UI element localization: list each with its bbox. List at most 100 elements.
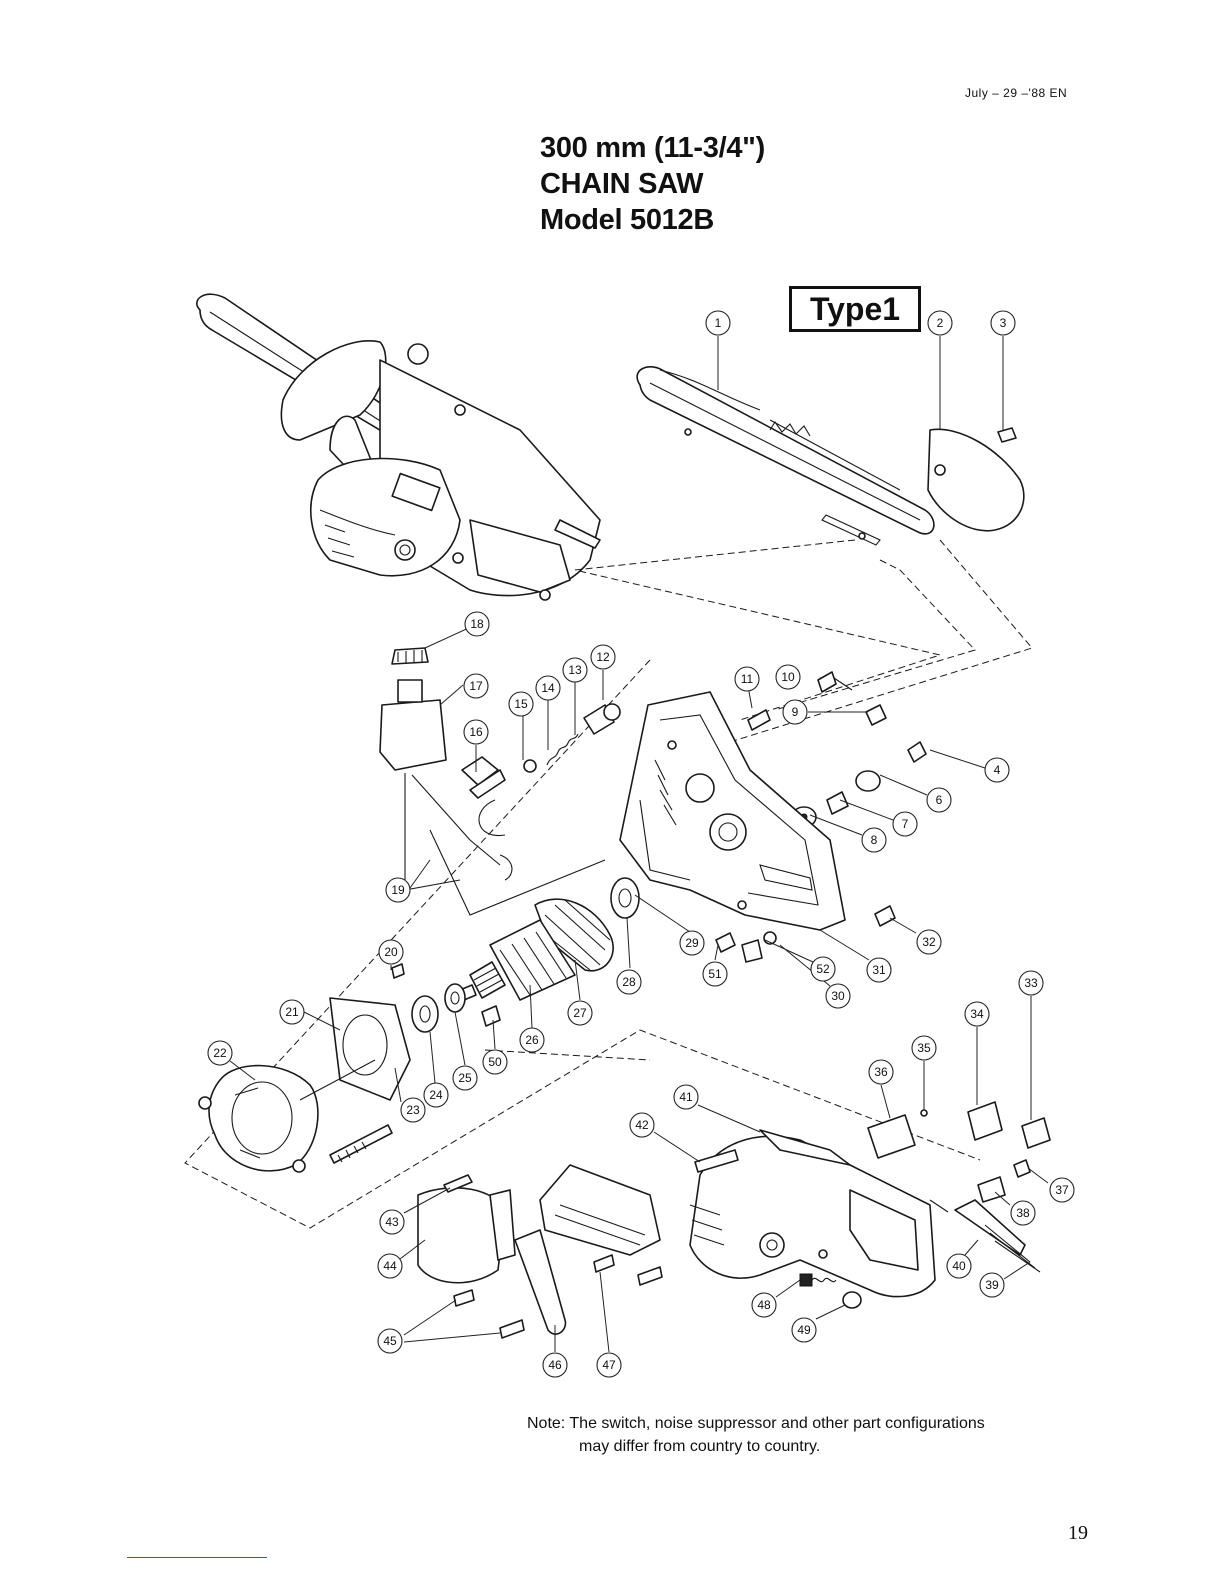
callout-15: 15 xyxy=(508,691,534,717)
svg-text:43: 43 xyxy=(385,1215,399,1229)
svg-text:19: 19 xyxy=(391,883,405,897)
svg-text:28: 28 xyxy=(622,975,636,989)
assembly-guide-line xyxy=(639,539,1033,771)
callout-28: 28 xyxy=(616,969,642,995)
callout-48: 48 xyxy=(751,1292,777,1318)
callout-34: 34 xyxy=(964,1001,990,1027)
oil-tank-group xyxy=(379,647,606,916)
callout-23: 23 xyxy=(400,1097,426,1123)
model-title: Model 5012B xyxy=(540,204,714,236)
callout-41: 41 xyxy=(673,1084,699,1110)
callout-7: 7 xyxy=(892,811,918,837)
note-line-2: may differ from country to country. xyxy=(579,1438,821,1455)
svg-text:20: 20 xyxy=(384,945,398,959)
callout-10: 10 xyxy=(775,664,801,690)
callout-3: 3 xyxy=(990,310,1016,336)
callout-1: 1 xyxy=(705,310,731,336)
callout-27: 27 xyxy=(567,1000,593,1026)
svg-text:23: 23 xyxy=(406,1103,420,1117)
callout-21: 21 xyxy=(279,999,305,1025)
svg-text:16: 16 xyxy=(469,725,483,739)
svg-text:30: 30 xyxy=(831,989,845,1003)
svg-text:14: 14 xyxy=(541,681,555,695)
svg-text:37: 37 xyxy=(1055,1183,1069,1197)
svg-text:45: 45 xyxy=(383,1334,397,1348)
callout-16: 16 xyxy=(463,719,489,745)
svg-text:9: 9 xyxy=(792,705,799,719)
callout-31: 31 xyxy=(866,957,892,983)
callout-22: 22 xyxy=(207,1040,233,1066)
baffle-and-field-parts xyxy=(198,997,411,1173)
callout-12: 12 xyxy=(590,644,616,670)
callout-30: 30 xyxy=(825,983,851,1009)
svg-text:29: 29 xyxy=(685,936,699,950)
carbon-brush-parts xyxy=(799,1273,862,1309)
configuration-note: Note: The switch, noise suppressor and o… xyxy=(527,1412,985,1458)
svg-text:34: 34 xyxy=(970,1007,984,1021)
front-handle-parts xyxy=(417,1149,739,1339)
type-label-box: Type1 xyxy=(789,286,921,332)
svg-text:6: 6 xyxy=(936,793,943,807)
svg-text:33: 33 xyxy=(1024,976,1038,990)
svg-text:24: 24 xyxy=(429,1088,443,1102)
callout-11: 11 xyxy=(734,666,760,692)
svg-text:27: 27 xyxy=(573,1006,587,1020)
svg-text:51: 51 xyxy=(708,967,722,981)
callout-20: 20 xyxy=(378,939,404,965)
svg-text:39: 39 xyxy=(985,1278,999,1292)
callout-52: 52 xyxy=(810,956,836,982)
svg-text:48: 48 xyxy=(757,1298,771,1312)
svg-text:8: 8 xyxy=(871,833,878,847)
callout-46: 46 xyxy=(542,1352,568,1378)
callout-18: 18 xyxy=(464,611,490,637)
svg-text:22: 22 xyxy=(213,1046,227,1060)
callout-37: 37 xyxy=(1049,1177,1075,1203)
date-code: July – 29 –'88 EN xyxy=(965,86,1068,100)
callout-26: 26 xyxy=(519,1027,545,1053)
assembly-guide-line xyxy=(774,559,976,711)
product-size-title: 300 mm (11-3/4") xyxy=(540,132,765,164)
callout-43: 43 xyxy=(379,1209,405,1235)
svg-text:50: 50 xyxy=(488,1055,502,1069)
svg-text:18: 18 xyxy=(470,617,484,631)
callout-39: 39 xyxy=(979,1272,1005,1298)
sprocket-cover-part xyxy=(927,427,1025,532)
callout-36: 36 xyxy=(868,1059,894,1085)
callout-2: 2 xyxy=(927,310,953,336)
callout-42: 42 xyxy=(629,1112,655,1138)
svg-text:31: 31 xyxy=(872,963,886,977)
callout-14: 14 xyxy=(535,675,561,701)
svg-text:40: 40 xyxy=(952,1259,966,1273)
svg-text:25: 25 xyxy=(458,1071,472,1085)
svg-text:12: 12 xyxy=(596,650,610,664)
svg-text:15: 15 xyxy=(514,697,528,711)
callout-38: 38 xyxy=(1010,1200,1036,1226)
callout-6: 6 xyxy=(926,787,952,813)
svg-text:46: 46 xyxy=(548,1358,562,1372)
svg-text:36: 36 xyxy=(874,1065,888,1079)
note-line-1: Note: The switch, noise suppressor and o… xyxy=(527,1415,985,1432)
switch-and-cord-parts xyxy=(867,1101,1051,1273)
svg-text:21: 21 xyxy=(285,1005,299,1019)
callout-24: 24 xyxy=(423,1082,449,1108)
callout-45: 45 xyxy=(377,1328,403,1354)
callout-47: 47 xyxy=(596,1352,622,1378)
svg-text:13: 13 xyxy=(568,663,582,677)
footer-rule xyxy=(127,1557,267,1558)
callout-44: 44 xyxy=(377,1253,403,1279)
callout-19: 19 xyxy=(385,877,411,903)
callout-49: 49 xyxy=(791,1317,817,1343)
motor-housing-part xyxy=(689,1129,936,1298)
callout-29: 29 xyxy=(679,930,705,956)
callout-40: 40 xyxy=(946,1253,972,1279)
svg-text:35: 35 xyxy=(917,1041,931,1055)
callout-35: 35 xyxy=(911,1035,937,1061)
svg-text:2: 2 xyxy=(937,316,944,330)
svg-text:49: 49 xyxy=(797,1323,811,1337)
svg-text:26: 26 xyxy=(525,1033,539,1047)
callout-8: 8 xyxy=(861,827,887,853)
callout-51: 51 xyxy=(702,961,728,987)
callout-13: 13 xyxy=(562,657,588,683)
